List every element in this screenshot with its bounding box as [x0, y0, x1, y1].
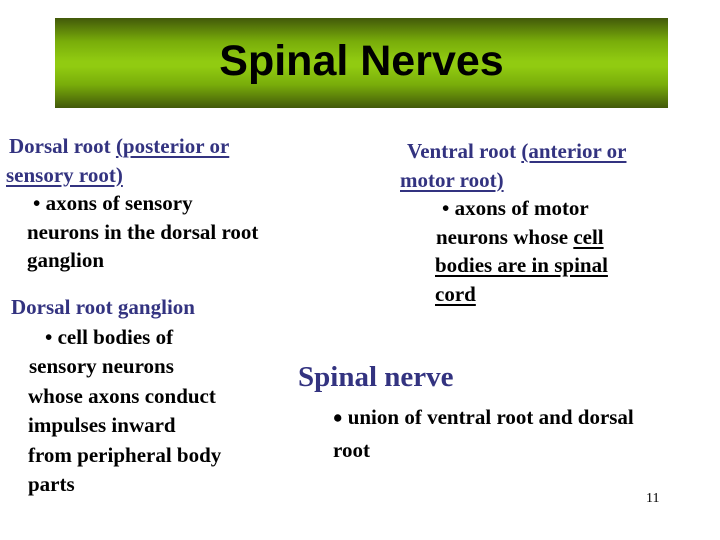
slide-title: Spinal Nerves — [219, 36, 504, 85]
text-segment: whose axons conduct — [28, 383, 216, 408]
text-line: • cell bodies of — [45, 323, 221, 353]
text-line: motor root) — [400, 166, 626, 195]
text-line: bodies are in spinal — [435, 251, 626, 280]
text-segment: (posterior or — [115, 134, 230, 158]
text-segment: • axons of motor — [442, 196, 589, 220]
text-segment: Dorsal root ganglion — [11, 295, 195, 319]
text-line: cord — [435, 280, 626, 309]
text-line: parts — [28, 470, 221, 500]
text-segment: union of ventral root and dorsal — [342, 405, 634, 429]
text-line: root — [333, 434, 634, 467]
text-segment: neurons in the dorsal root — [27, 219, 259, 244]
text-segment: parts — [28, 472, 75, 496]
text-segment: bodies are in spinal — [435, 253, 608, 277]
text-segment: (anterior or — [521, 139, 627, 163]
text-line: sensory neurons — [29, 352, 221, 382]
text-segment: impulses inward — [28, 413, 176, 437]
text-segment: root — [333, 438, 370, 462]
text-line: Dorsal root (posterior or — [9, 132, 258, 161]
text-line: • axons of motor — [442, 194, 626, 223]
text-line: Spinal nerve — [298, 360, 454, 394]
text-segment: Dorsal root — [9, 134, 116, 158]
bullet-icon: • — [333, 403, 343, 433]
text-block-spinal-nerve-heading: Spinal nerve — [298, 360, 454, 394]
text-segment: cord — [435, 281, 476, 306]
text-line: neurons in the dorsal root — [27, 218, 258, 247]
text-segment: neurons whose — [436, 224, 574, 249]
text-block-spinal-nerve-body: • union of ventral root and dorsal root — [298, 401, 634, 467]
text-line: neurons whose cell — [436, 223, 626, 252]
text-segment: from peripheral body — [28, 442, 222, 467]
text-line: whose axons conduct — [28, 382, 221, 412]
text-line: ganglion — [27, 246, 258, 275]
text-segment: • axons of sensory — [33, 191, 193, 215]
text-segment: motor root) — [400, 167, 504, 192]
text-segment: ganglion — [27, 248, 105, 272]
text-segment: Ventral root — [407, 139, 522, 163]
title-banner: Spinal Nerves — [55, 18, 668, 108]
page-number: 11 — [646, 491, 660, 506]
text-line: • union of ventral root and dorsal — [333, 401, 634, 434]
text-line: • axons of sensory — [33, 189, 258, 218]
text-line: impulses inward — [28, 411, 221, 441]
text-segment: sensory neurons — [29, 354, 174, 378]
text-line: from peripheral body — [28, 441, 221, 471]
text-segment: Spinal nerve — [298, 361, 454, 393]
text-block-dorsal-root-ganglion: Dorsal root ganglion • cell bodies of sens… — [11, 293, 221, 500]
text-segment: cell — [573, 224, 604, 249]
text-line: Ventral root (anterior or — [407, 137, 626, 166]
text-line: Dorsal root ganglion — [11, 293, 221, 323]
text-segment: • cell bodies of — [45, 324, 174, 349]
text-line: sensory root) — [6, 161, 258, 190]
text-segment: sensory root) — [6, 162, 123, 187]
